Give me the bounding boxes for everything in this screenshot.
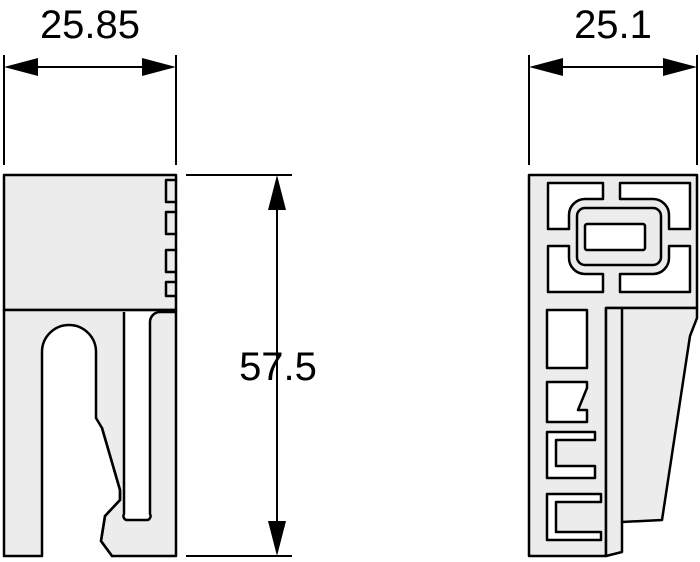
front-side-notches: [164, 178, 178, 298]
dimension-label-width-front: 25.85: [40, 3, 140, 47]
side-pocket-bottom-left: [546, 244, 605, 294]
dimension-width-side: 25.1: [528, 3, 698, 165]
side-pocket-top-left: [546, 181, 605, 231]
dimension-label-height: 57.5: [239, 345, 317, 389]
side-pocket-column-3: [545, 430, 597, 480]
arrow-left: [529, 58, 563, 76]
side-latch-arm: [604, 306, 699, 558]
side-view: [527, 173, 699, 558]
dimension-label-width-side: 25.1: [574, 3, 652, 47]
arrow-right: [663, 58, 697, 76]
side-pocket-bottom-right: [618, 244, 692, 294]
arrow-left: [4, 58, 38, 76]
side-pocket-column-2: [545, 380, 589, 424]
front-arm-ridge: [99, 426, 122, 558]
arrow-up: [268, 175, 286, 210]
arrow-down: [268, 521, 286, 556]
front-latch-slot: [122, 310, 176, 522]
dimension-height: 57.5: [186, 174, 317, 557]
dimension-width-front: 25.85: [3, 3, 177, 165]
side-pocket-column-4: [545, 492, 603, 542]
side-pocket-column-1: [545, 308, 589, 370]
side-pocket-top-right: [618, 181, 692, 231]
arrow-right: [142, 58, 176, 76]
side-center-ring: [575, 206, 663, 267]
front-upper-block: [2, 173, 178, 312]
front-view: [2, 173, 178, 558]
side-center-slot: [583, 222, 647, 252]
